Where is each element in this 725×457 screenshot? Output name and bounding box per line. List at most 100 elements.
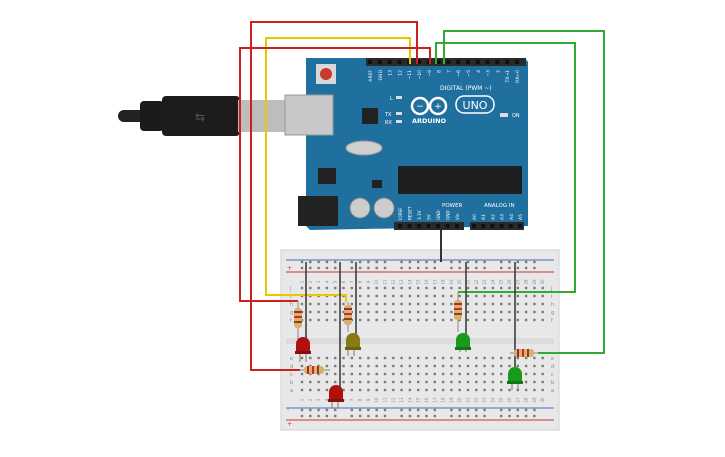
breadboard-hole[interactable] <box>392 318 395 322</box>
breadboard-hole[interactable] <box>383 364 387 368</box>
breadboard-hole[interactable] <box>367 380 370 384</box>
breadboard-hole[interactable] <box>375 364 378 368</box>
led-red-2[interactable] <box>328 385 344 408</box>
breadboard-hole[interactable] <box>400 380 403 384</box>
rail-hole[interactable] <box>508 266 511 270</box>
led-green-2[interactable] <box>507 367 523 390</box>
breadboard-hole[interactable] <box>433 318 436 322</box>
rail-hole[interactable] <box>334 260 337 264</box>
breadboard-hole[interactable] <box>358 364 362 368</box>
breadboard-hole[interactable] <box>475 318 478 322</box>
rail-hole[interactable] <box>533 414 536 418</box>
breadboard-hole[interactable] <box>516 356 519 360</box>
rail-hole[interactable] <box>425 414 428 418</box>
breadboard-hole[interactable] <box>350 380 353 384</box>
rail-hole[interactable] <box>350 408 353 412</box>
breadboard-hole[interactable] <box>491 302 495 306</box>
breadboard-hole[interactable] <box>317 356 320 360</box>
breadboard-hole[interactable] <box>508 310 511 314</box>
rail-hole[interactable] <box>350 266 353 270</box>
breadboard-hole[interactable] <box>400 364 403 368</box>
rail-hole[interactable] <box>334 408 337 412</box>
power-pin-socket[interactable] <box>436 224 440 228</box>
breadboard-hole[interactable] <box>475 356 478 360</box>
breadboard-hole[interactable] <box>392 372 395 376</box>
breadboard-hole[interactable] <box>367 372 370 376</box>
rail-hole[interactable] <box>516 266 519 270</box>
breadboard-hole[interactable] <box>491 372 495 376</box>
breadboard-hole[interactable] <box>524 294 528 298</box>
breadboard-hole[interactable] <box>309 302 312 306</box>
rail-hole[interactable] <box>417 260 420 264</box>
breadboard-hole[interactable] <box>524 302 528 306</box>
rail-hole[interactable] <box>458 408 461 412</box>
breadboard-hole[interactable] <box>533 302 536 306</box>
power-pin-socket[interactable] <box>426 224 431 228</box>
breadboard-hole[interactable] <box>350 372 353 376</box>
breadboard-hole[interactable] <box>309 380 312 384</box>
breadboard-hole[interactable] <box>425 302 428 306</box>
rail-hole[interactable] <box>533 408 536 412</box>
breadboard-hole[interactable] <box>541 294 544 298</box>
breadboard-hole[interactable] <box>400 294 403 298</box>
breadboard-hole[interactable] <box>516 310 519 314</box>
rail-hole[interactable] <box>433 260 436 264</box>
breadboard-hole[interactable] <box>441 302 445 306</box>
rail-hole[interactable] <box>483 414 486 418</box>
breadboard-hole[interactable] <box>458 372 461 376</box>
breadboard-hole[interactable] <box>400 388 403 392</box>
breadboard-hole[interactable] <box>367 286 370 290</box>
breadboard-hole[interactable] <box>400 356 403 360</box>
analog-pin-socket[interactable] <box>481 224 486 228</box>
breadboard-hole[interactable] <box>342 356 345 360</box>
breadboard-hole[interactable] <box>450 372 453 376</box>
breadboard-hole[interactable] <box>383 380 387 384</box>
rail-hole[interactable] <box>350 260 353 264</box>
rail-hole[interactable] <box>309 266 312 270</box>
analog-pin-socket[interactable] <box>490 224 495 228</box>
breadboard-hole[interactable] <box>417 380 420 384</box>
breadboard-hole[interactable] <box>541 388 544 392</box>
analog-pin-socket[interactable] <box>499 224 504 228</box>
rail-hole[interactable] <box>483 408 486 412</box>
led-red-1[interactable] <box>295 337 311 362</box>
wire-red-pin12[interactable] <box>250 21 418 371</box>
rail-hole[interactable] <box>458 260 461 264</box>
breadboard-hole[interactable] <box>342 310 345 314</box>
rail-hole[interactable] <box>450 266 453 270</box>
breadboard-hole[interactable] <box>491 294 495 298</box>
breadboard-hole[interactable] <box>441 388 445 392</box>
led-green-1[interactable] <box>455 333 471 352</box>
breadboard-hole[interactable] <box>433 356 436 360</box>
breadboard-hole[interactable] <box>309 318 312 322</box>
breadboard-hole[interactable] <box>450 286 453 290</box>
rail-hole[interactable] <box>500 408 503 412</box>
breadboard-hole[interactable] <box>450 310 453 314</box>
breadboard-hole[interactable] <box>441 380 445 384</box>
breadboard-hole[interactable] <box>483 302 486 306</box>
breadboard-hole[interactable] <box>466 356 470 360</box>
rail-hole[interactable] <box>300 414 304 418</box>
breadboard-hole[interactable] <box>508 302 511 306</box>
breadboard-hole[interactable] <box>425 380 428 384</box>
breadboard-hole[interactable] <box>400 302 403 306</box>
rail-hole[interactable] <box>466 408 470 412</box>
breadboard-hole[interactable] <box>500 388 503 392</box>
rail-hole[interactable] <box>300 408 304 412</box>
rail-hole[interactable] <box>450 414 453 418</box>
breadboard-hole[interactable] <box>383 356 387 360</box>
breadboard-hole[interactable] <box>441 286 445 290</box>
breadboard-hole[interactable] <box>392 294 395 298</box>
breadboard-hole[interactable] <box>483 388 486 392</box>
breadboard-hole[interactable] <box>533 318 536 322</box>
rail-hole[interactable] <box>400 408 403 412</box>
breadboard-hole[interactable] <box>425 310 428 314</box>
rail-hole[interactable] <box>334 266 337 270</box>
breadboard-hole[interactable] <box>466 318 470 322</box>
breadboard-hole[interactable] <box>541 364 544 368</box>
breadboard-hole[interactable] <box>392 310 395 314</box>
breadboard-hole[interactable] <box>342 380 345 384</box>
breadboard-hole[interactable] <box>533 286 536 290</box>
breadboard-hole[interactable] <box>441 310 445 314</box>
rail-hole[interactable] <box>417 266 420 270</box>
